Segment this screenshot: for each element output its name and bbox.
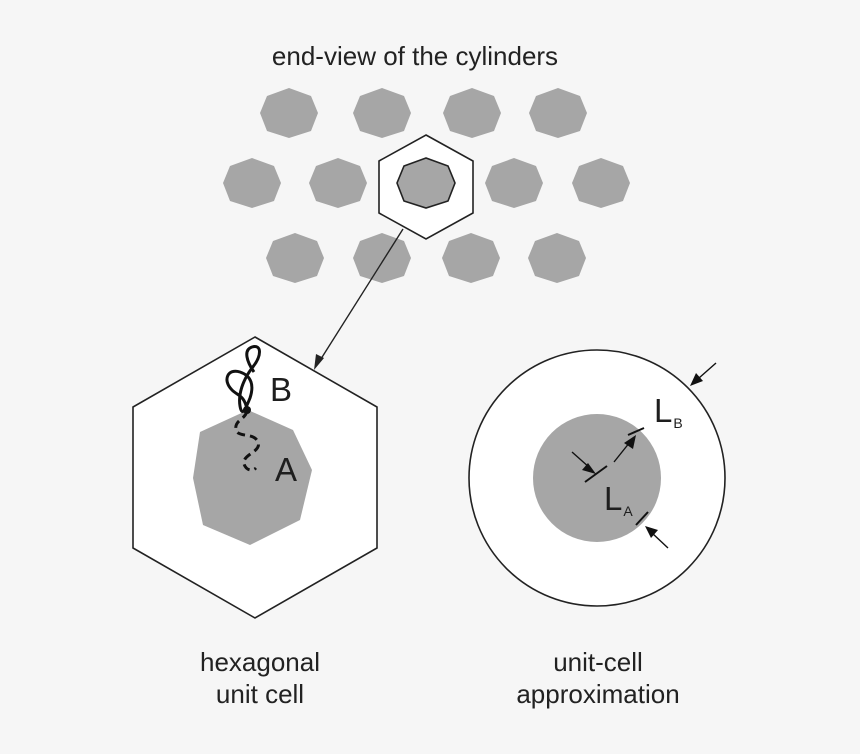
approx-caption-line2: approximation xyxy=(516,679,680,709)
domain-a-circle xyxy=(533,414,661,542)
la-label: LA xyxy=(604,481,633,529)
lb-outer-arrowhead xyxy=(690,373,703,386)
cylinder xyxy=(572,158,630,208)
small-hexagon-cell xyxy=(378,134,474,240)
la-outer-arrowhead xyxy=(645,526,658,538)
cylinder xyxy=(223,158,281,208)
block-a-label: A xyxy=(275,451,298,488)
cylinder xyxy=(528,233,586,283)
cylinder xyxy=(353,88,411,138)
block-b-label: B xyxy=(270,371,293,408)
cylinder xyxy=(260,88,318,138)
la-arrowhead xyxy=(582,463,596,474)
junction-point xyxy=(243,406,251,414)
hex-caption-line2: unit cell xyxy=(215,679,305,709)
diagram-title: end-view of the cylinders xyxy=(271,41,559,71)
cylinder xyxy=(309,158,367,208)
cylinder-lattice xyxy=(223,88,630,283)
lb-label: LB xyxy=(654,393,683,441)
cylinder xyxy=(353,233,411,283)
lb-outer-arrow-line xyxy=(698,362,717,379)
la-main: L xyxy=(604,480,623,517)
la-outer-arrow-line xyxy=(651,532,669,549)
zoom-arrow xyxy=(318,228,404,363)
hexagonal-cell-caption: hexagonal unit cell xyxy=(150,646,370,710)
la-outer-tick xyxy=(635,511,649,526)
cylinder xyxy=(266,233,324,283)
zoom-arrowhead xyxy=(314,354,324,370)
polymer-chain-a xyxy=(234,410,260,472)
lb-main: L xyxy=(654,392,673,429)
approx-caption-line1: unit-cell xyxy=(553,647,643,677)
lb-arrow-line xyxy=(613,441,631,463)
cylinder xyxy=(485,158,543,208)
cylinder-highlighted xyxy=(397,158,455,208)
lb-subscript: B xyxy=(673,415,683,431)
hex-caption-line1: hexagonal xyxy=(200,647,320,677)
la-subscript: A xyxy=(623,503,633,519)
cylinder xyxy=(443,88,501,138)
lb-tick-inner xyxy=(627,427,645,436)
approximation-caption: unit-cell approximation xyxy=(480,646,716,710)
cylinder xyxy=(442,233,500,283)
cylinder xyxy=(529,88,587,138)
domain-a-hex xyxy=(193,410,312,545)
lb-arrowhead xyxy=(624,435,636,449)
